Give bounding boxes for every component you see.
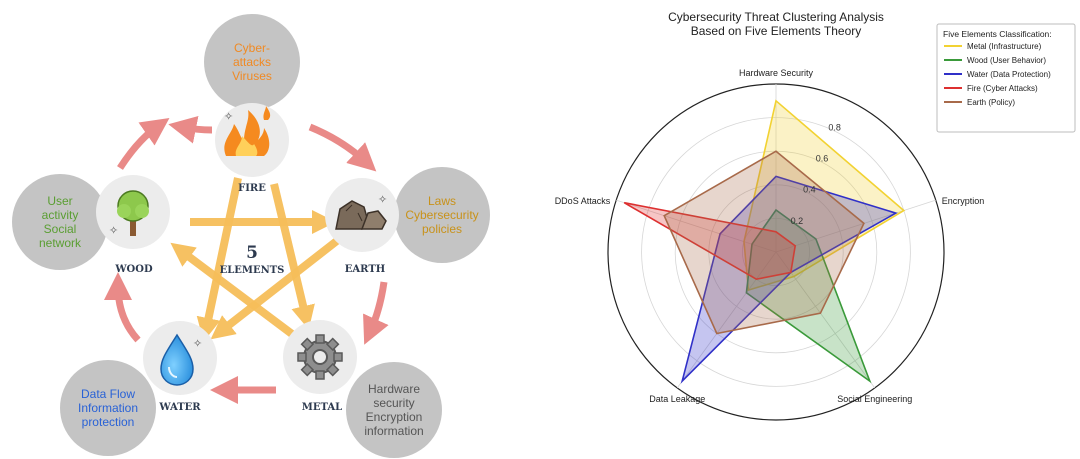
star-arrow-0 xyxy=(196,177,242,342)
legend-entry: Water (Data Protection) xyxy=(967,70,1051,79)
legend-title: Five Elements Classification: xyxy=(943,29,1052,39)
gear-icon xyxy=(297,334,343,380)
radar-axis-label: Social Engineering xyxy=(837,394,912,404)
earth-description-circle xyxy=(394,167,490,263)
legend-entry: Fire (Cyber Attacks) xyxy=(967,84,1038,93)
element-description-circles xyxy=(12,14,490,458)
radar-series-2 xyxy=(680,175,898,384)
wood-description-line: User xyxy=(47,194,72,208)
earth-description-line: policies xyxy=(422,222,462,236)
radar-spoke-1 xyxy=(775,199,936,253)
metal-description-line: Encryption xyxy=(366,410,423,424)
wood-description-line: Social xyxy=(44,222,77,236)
radar-tick-label: 0.2 xyxy=(791,216,804,226)
wood-description-line: activity xyxy=(42,208,79,222)
water-description-line: Data Flow xyxy=(81,387,135,401)
radar-spoke-4 xyxy=(616,199,777,253)
radar-spoke-2 xyxy=(775,251,876,389)
radar-axis-label: Encryption xyxy=(942,196,985,206)
wood-description-line: network xyxy=(39,236,82,250)
earth-description-line: Laws xyxy=(428,194,456,208)
water-description-circle xyxy=(60,360,156,456)
star-arrow-4 xyxy=(170,242,303,344)
element-descriptions: Cyber-attacksVirusesLawsCybersecuritypol… xyxy=(39,41,479,438)
star-arrow-3 xyxy=(210,236,341,340)
radar-tick-label: 0.6 xyxy=(816,154,829,164)
water-description-line: protection xyxy=(82,415,135,429)
chart-title-line-1: Cybersecurity Threat Clustering Analysis xyxy=(668,10,884,24)
radar-axis-label: DDoS Attacks xyxy=(555,196,611,206)
radar-tick-labels: 0.2 0.4 0.6 0.8 xyxy=(791,122,841,225)
radar-series-4 xyxy=(663,150,865,335)
radar-tick-label: 0.8 xyxy=(828,122,841,132)
five-elements-diagram: ✧ ✧ xyxy=(12,14,490,458)
radar-axis-label: Hardware Security xyxy=(739,68,814,78)
chart-title: Cybersecurity Threat Clustering Analysis… xyxy=(668,10,884,38)
svg-text:✧: ✧ xyxy=(224,111,233,123)
water-description-line: Information xyxy=(78,401,138,415)
radar-series-1 xyxy=(745,208,872,384)
wood-description-circle xyxy=(12,174,108,270)
metal-description-line: security xyxy=(373,396,414,410)
metal-label: METAL xyxy=(302,402,342,413)
radar-chart: Cybersecurity Threat Clustering Analysis… xyxy=(555,10,1076,421)
center-label: 5 ELEMENTS xyxy=(220,243,285,276)
metal-description-line: Hardware xyxy=(368,382,420,396)
chart-title-line-2: Based on Five Elements Theory xyxy=(691,24,862,38)
center-number: 5 xyxy=(246,243,258,263)
water-label: WATER xyxy=(158,402,201,413)
fire-icon: ✧ xyxy=(224,106,271,156)
cycle-arrow-0 xyxy=(168,116,213,144)
wood-label: WOOD xyxy=(114,264,153,275)
fire-description-circle xyxy=(204,14,300,110)
fire-description-line: attacks xyxy=(233,55,271,69)
controlling-star-arrows xyxy=(170,177,341,344)
svg-text:✧: ✧ xyxy=(109,225,118,237)
star-arrow-1 xyxy=(270,183,315,330)
legend-entry: Metal (Infrastructure) xyxy=(967,42,1042,51)
cycle-arrow-2 xyxy=(363,281,389,345)
rocks-icon: ✧ xyxy=(335,194,387,230)
earth-label: EARTH xyxy=(345,264,385,275)
metal-description-line: information xyxy=(364,424,423,438)
radar-tick-label: 0.4 xyxy=(803,185,816,195)
legend-entry: Wood (User Behavior) xyxy=(967,56,1046,65)
fire-label: FIRE xyxy=(238,183,266,194)
radar-series xyxy=(623,99,906,384)
generating-cycle-arrows xyxy=(104,116,389,404)
radar-spoke-3 xyxy=(676,251,777,389)
radar-axis-label: Data Leakage xyxy=(649,394,705,404)
cycle-arrow-1 xyxy=(308,123,377,172)
element-labels: FIRE EARTH METAL WATER WOOD xyxy=(114,183,385,413)
radar-series-0 xyxy=(743,99,906,292)
fire-description-line: Cyber- xyxy=(234,41,270,55)
water-drop-icon: ✧ xyxy=(160,333,202,386)
fire-description-line: Viruses xyxy=(232,69,272,83)
legend-box xyxy=(936,23,1076,133)
svg-text:✧: ✧ xyxy=(193,338,202,350)
metal-description-circle xyxy=(346,362,442,458)
element-icons: ✧ ✧ xyxy=(109,106,387,386)
legend-entry: Earth (Policy) xyxy=(967,98,1015,107)
tree-icon: ✧ xyxy=(109,190,149,237)
center-text: ELEMENTS xyxy=(220,265,285,276)
legend: Five Elements Classification: Metal (Inf… xyxy=(936,23,1076,133)
cycle-arrow-4 xyxy=(104,272,141,343)
earth-description-line: Cybersecurity xyxy=(405,208,478,222)
svg-text:✧: ✧ xyxy=(378,194,387,206)
cycle-arrow-5 xyxy=(117,117,170,170)
